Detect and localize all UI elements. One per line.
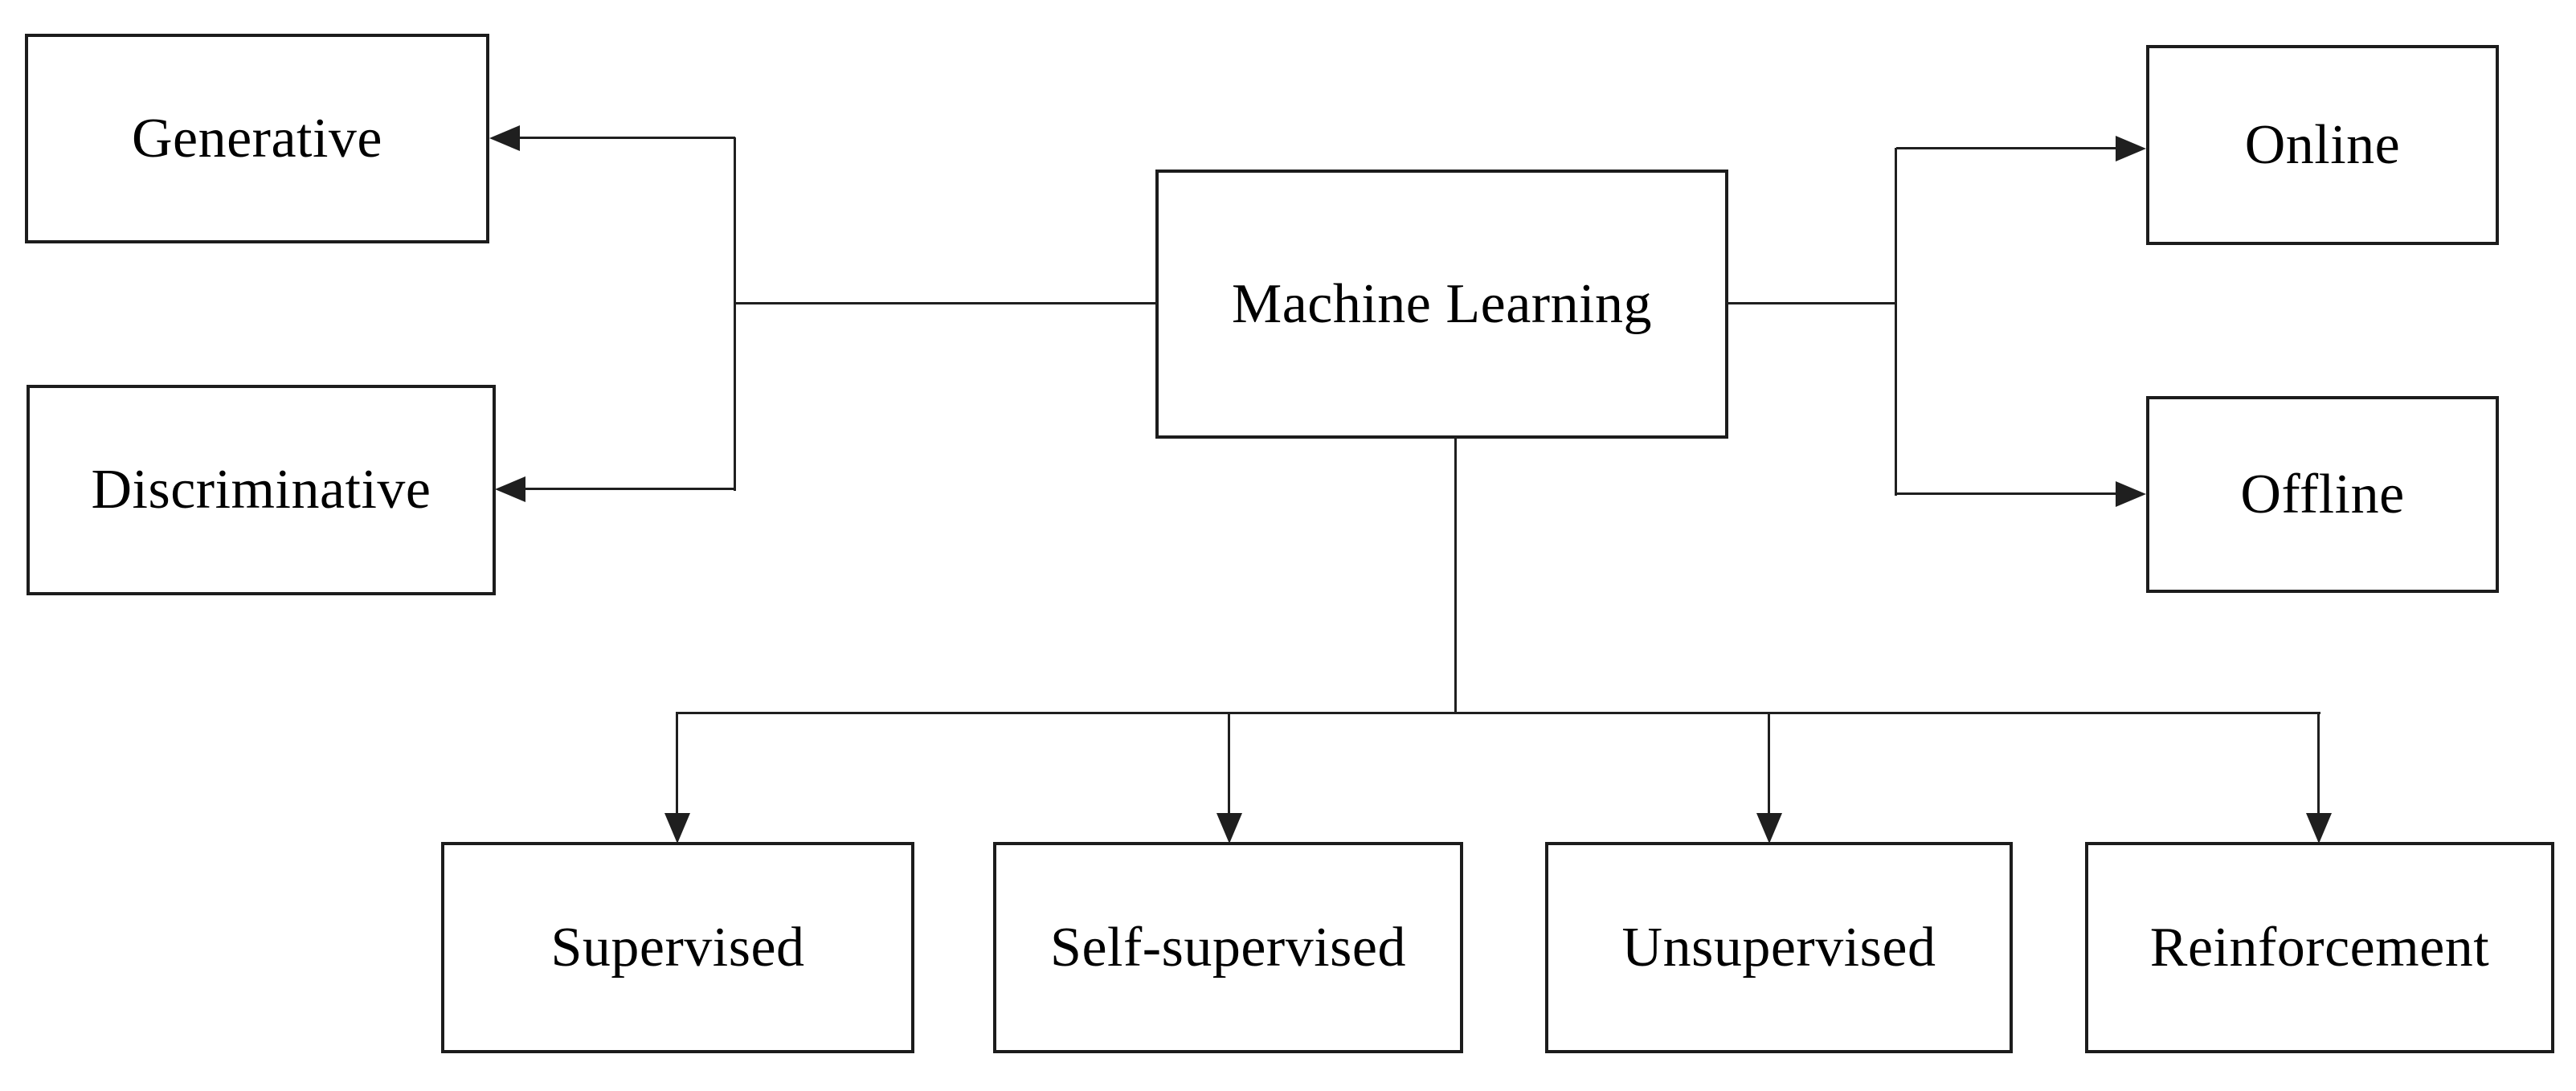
edge-ml-bottom-vertical — [1454, 436, 1457, 714]
edge-to-self-supervised — [1228, 712, 1230, 813]
node-online: Online — [2146, 45, 2499, 245]
edge-right-vertical-connector — [1895, 148, 1897, 496]
node-unsupervised-label: Unsupervised — [1621, 916, 1936, 979]
node-discriminative-label: Discriminative — [91, 459, 431, 521]
node-supervised: Supervised — [441, 842, 914, 1053]
node-online-label: Online — [2244, 113, 2401, 176]
node-discriminative: Discriminative — [27, 385, 496, 595]
node-generative-label: Generative — [131, 107, 383, 170]
node-machine-learning-label: Machine Learning — [1231, 272, 1653, 335]
edge-to-discriminative — [524, 488, 735, 490]
arrowhead-discriminative-icon — [495, 476, 525, 502]
edge-to-reinforcement — [2317, 712, 2320, 813]
node-machine-learning: Machine Learning — [1155, 170, 1728, 439]
arrowhead-reinforcement-icon — [2306, 813, 2332, 844]
edge-to-online — [1896, 147, 2117, 149]
node-self-supervised-label: Self-supervised — [1050, 916, 1406, 979]
node-offline: Offline — [2146, 396, 2499, 593]
node-reinforcement: Reinforcement — [2085, 842, 2554, 1053]
edge-bottom-distribution-rail — [677, 712, 2320, 714]
edge-ml-left-horizontal — [734, 302, 1157, 304]
edge-to-offline — [1896, 492, 2117, 495]
node-reinforcement-label: Reinforcement — [2149, 916, 2490, 979]
edge-to-generative — [518, 137, 735, 139]
arrowhead-offline-icon — [2116, 481, 2146, 507]
node-offline-label: Offline — [2240, 463, 2405, 525]
arrowhead-self-supervised-icon — [1216, 813, 1242, 844]
arrowhead-generative-icon — [489, 125, 520, 151]
node-self-supervised: Self-supervised — [993, 842, 1463, 1053]
edge-ml-right-horizontal — [1726, 302, 1896, 304]
edge-to-supervised — [676, 712, 678, 813]
edge-to-unsupervised — [1768, 712, 1770, 813]
arrowhead-supervised-icon — [664, 813, 690, 844]
node-unsupervised: Unsupervised — [1545, 842, 2013, 1053]
node-supervised-label: Supervised — [550, 916, 805, 979]
edge-left-vertical-connector — [734, 137, 736, 491]
node-generative: Generative — [25, 34, 489, 243]
arrowhead-unsupervised-icon — [1756, 813, 1782, 844]
arrowhead-online-icon — [2116, 136, 2146, 161]
